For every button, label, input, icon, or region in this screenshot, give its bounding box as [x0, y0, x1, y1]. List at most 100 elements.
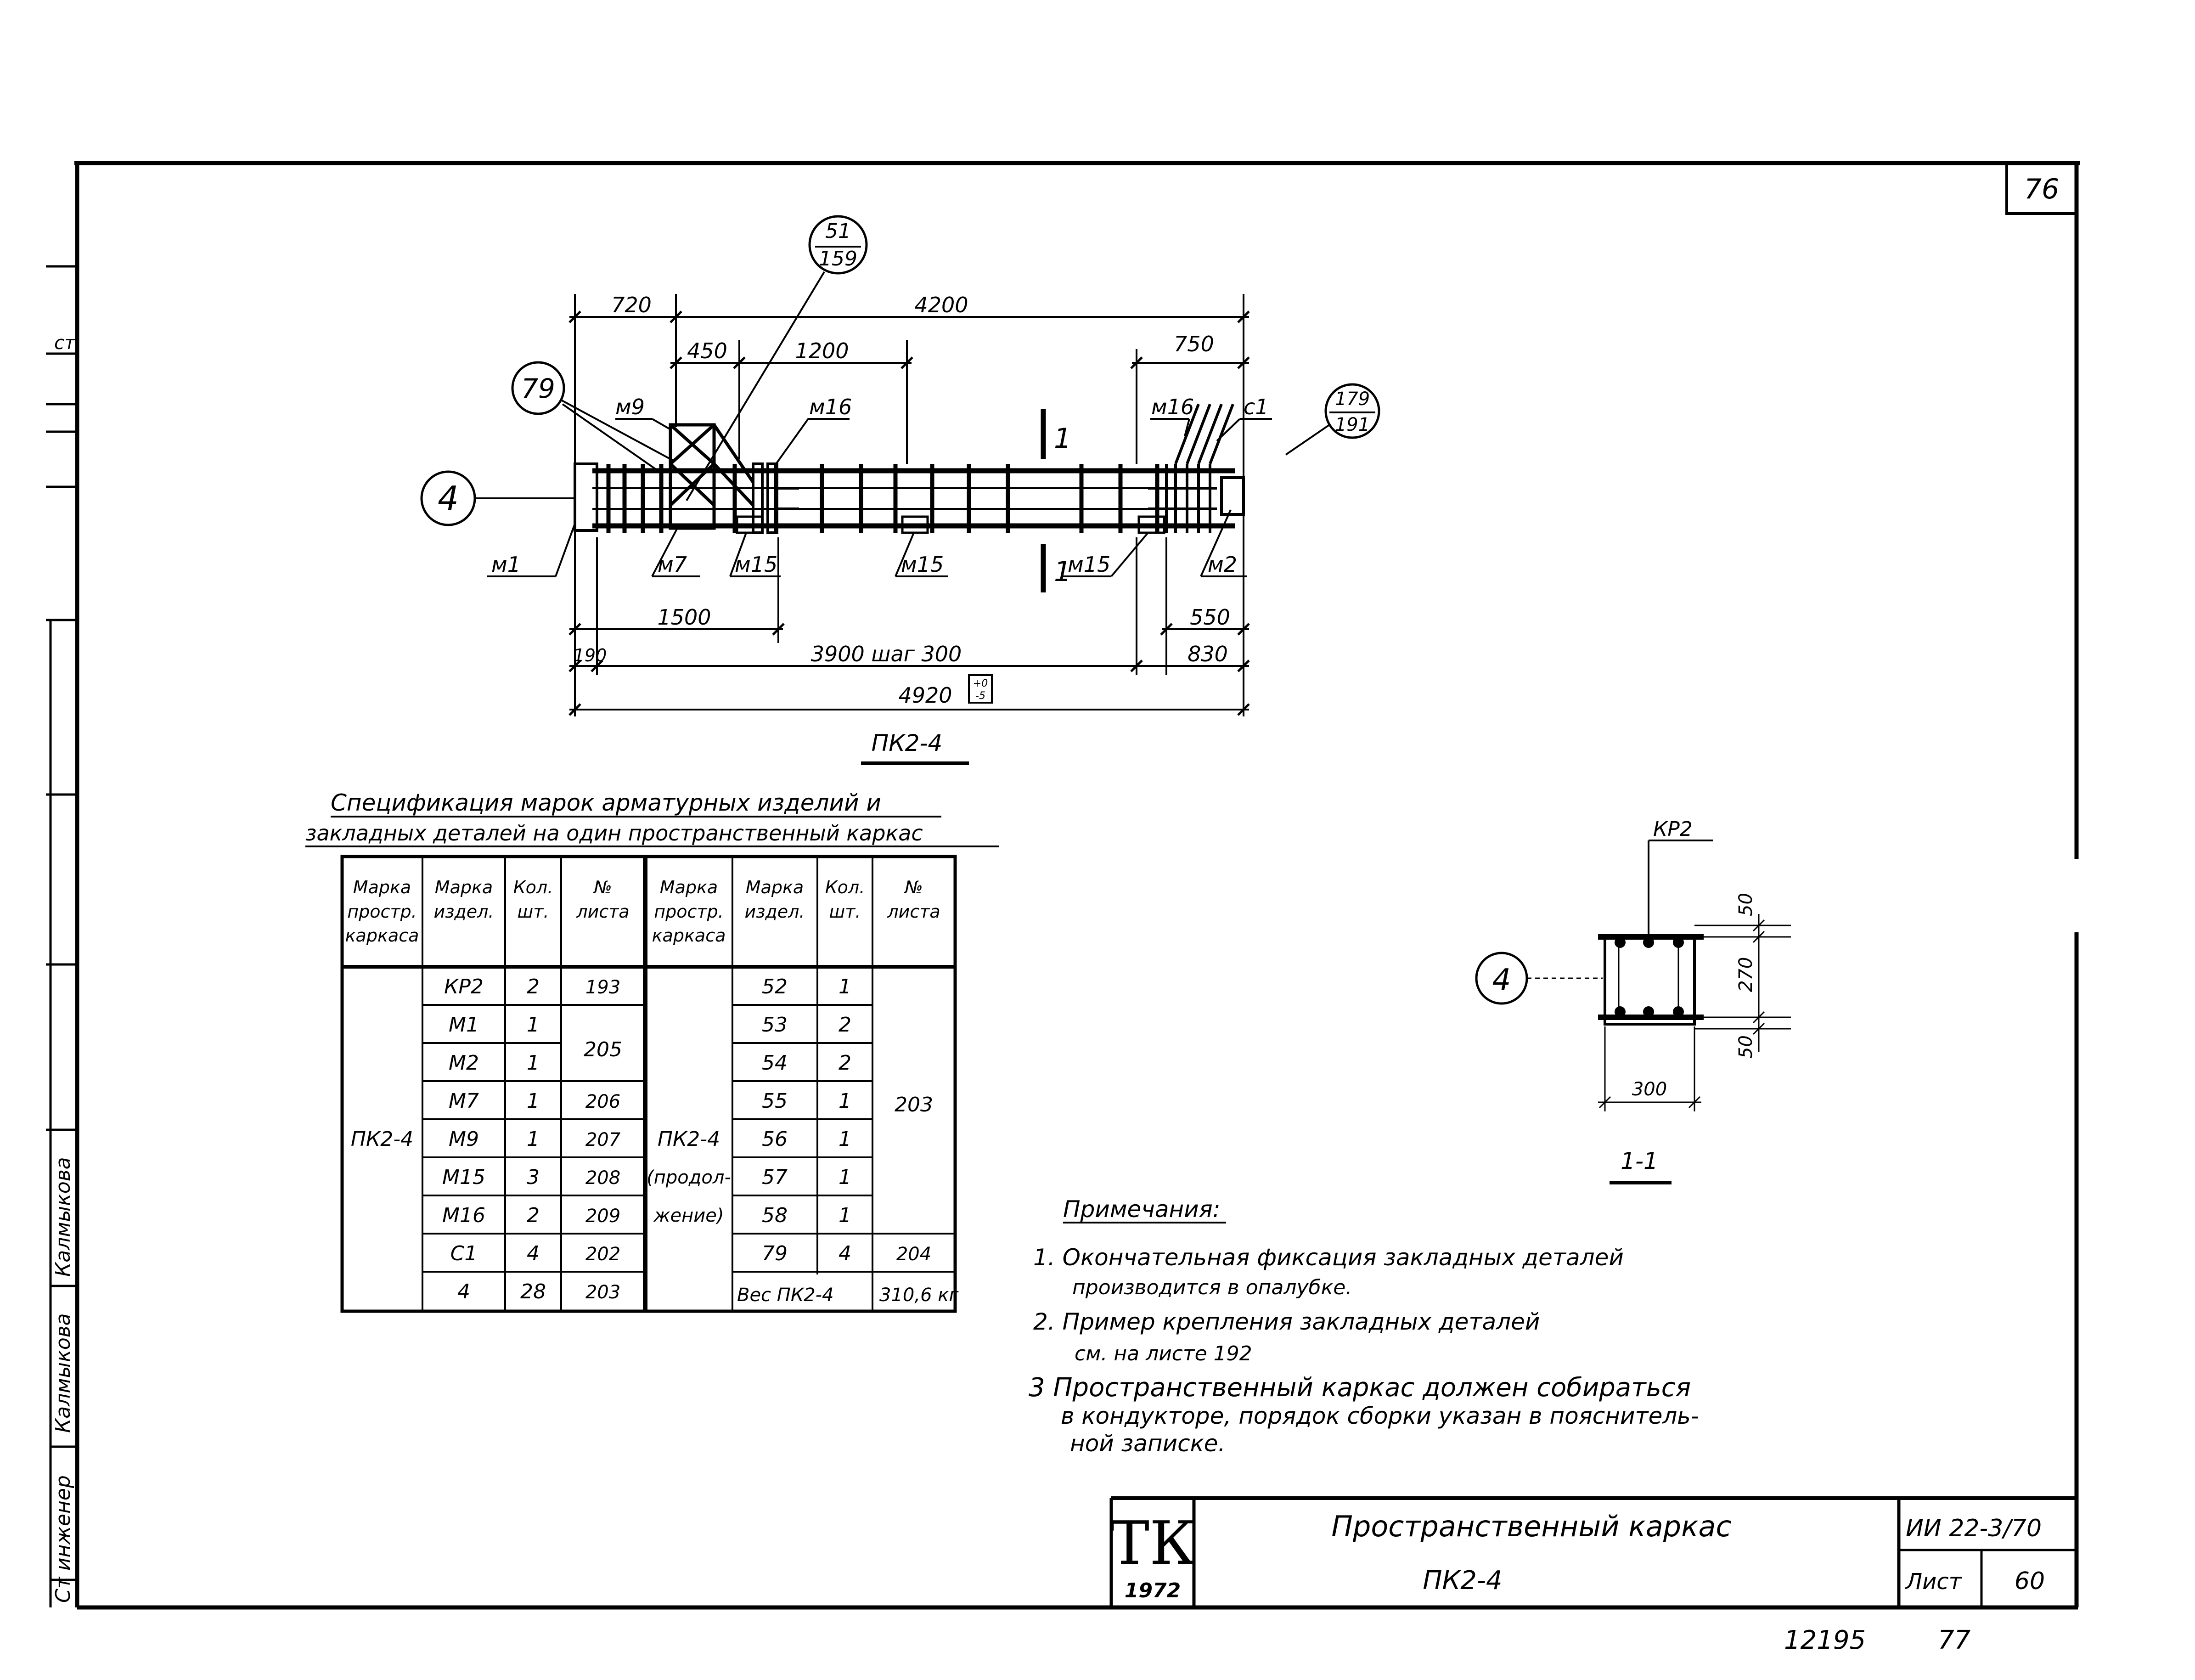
dim-4920: 4920	[898, 683, 952, 708]
svg-text:ПК2-4: ПК2-4	[872, 730, 943, 756]
spec-right-mark: 52	[762, 975, 788, 998]
spec-weight-label: Вес ПК2-4	[737, 1285, 834, 1306]
svg-text:листа: листа	[887, 902, 940, 922]
stirrups	[606, 464, 1159, 533]
notes-title: Примечания:	[1063, 1196, 1221, 1223]
strip-label-st2: Ст	[51, 1576, 75, 1603]
svg-text:издел.: издел.	[745, 902, 805, 922]
strip-label-engineer: инженер	[51, 1475, 75, 1571]
dim-450: 450	[687, 338, 727, 363]
notes: Примечания: 1. Окончательная фиксация за…	[1029, 1196, 1699, 1457]
position-mark-4: 4	[420, 470, 574, 526]
note-line-1: 1. Окончательная фиксация закладных дета…	[1033, 1244, 1624, 1271]
spec-left-qty: 1	[527, 1013, 540, 1037]
embedded-m15	[736, 515, 1165, 534]
spec-right-merged-sheet: 203	[895, 1093, 933, 1116]
spec-right-group-3: жение)	[653, 1205, 724, 1226]
drawing-caption: ПК2-4	[861, 730, 969, 765]
spec-right-mark: 79	[762, 1242, 788, 1265]
svg-text:издел.: издел.	[434, 902, 494, 922]
spec-right-qty: 2	[839, 1051, 851, 1075]
svg-text:каркаса: каркаса	[652, 925, 726, 946]
spec-right-mark: 58	[762, 1204, 788, 1227]
page-number-box: 76	[2005, 162, 2078, 215]
svg-text:+0: +0	[973, 678, 988, 689]
note-line-5: 3 Пространственный каркас должен собират…	[1029, 1373, 1691, 1403]
spec-left-qty: 2	[527, 975, 540, 998]
spec-left-qty: 2	[527, 1204, 540, 1227]
spec-left-merged-sheet: 205	[584, 1038, 622, 1061]
note-line-7: ной записке.	[1070, 1430, 1225, 1457]
svg-text:№: №	[904, 877, 923, 897]
spec-left-qty: 1	[527, 1051, 540, 1075]
svg-text:Марка: Марка	[435, 877, 493, 897]
dim-830: 830	[1188, 642, 1228, 666]
section-caption: 1-1	[1621, 1148, 1658, 1174]
spec-right-qty: 1	[839, 1166, 851, 1189]
label-m16-left: м16	[809, 395, 852, 419]
spec-body: ПК2-4 205 ПК2-4 (продол- жение) 203 Вес …	[351, 975, 959, 1306]
svg-text:-5: -5	[975, 690, 985, 702]
section-label-kr2: КР2	[1653, 817, 1693, 841]
dim-190: 190	[574, 645, 607, 665]
spec-right-mark: 57	[762, 1166, 788, 1189]
spec-left-mark: М9	[449, 1128, 479, 1151]
reference-179-191: 179 191	[1285, 383, 1380, 456]
title-name-line2: ПК2-4	[1423, 1566, 1502, 1595]
svg-text:листа: листа	[576, 902, 629, 922]
bottom-number-2: 77	[1938, 1625, 1971, 1655]
svg-text:51: 51	[825, 220, 851, 243]
strip-signature: Калмыкова	[51, 1313, 75, 1433]
note-line-2: производится в опалубке.	[1072, 1276, 1352, 1299]
spec-right-sheet: 204	[896, 1244, 931, 1265]
embedded-m16-left	[752, 462, 799, 534]
label-m1: м1	[491, 552, 521, 577]
org-logo-tk: ТК	[1109, 1508, 1195, 1578]
label-m15-c: м15	[1068, 552, 1110, 577]
label-m15-a: м15	[735, 552, 777, 577]
spec-left-qty: 4	[527, 1242, 540, 1265]
spec-left-qty: 1	[527, 1089, 540, 1113]
tolerance-box: +0 -5	[968, 674, 993, 704]
title-year: 1972	[1125, 1579, 1181, 1602]
embedded-m9	[669, 423, 754, 530]
spec-right-group-1: ПК2-4	[658, 1128, 720, 1151]
section-mark-bottom: 1	[1054, 556, 1071, 588]
label-m16-right: м16	[1151, 395, 1194, 419]
spec-left-sheet: 202	[585, 1244, 620, 1265]
dimension-lines	[569, 294, 1249, 716]
svg-text:4: 4	[438, 479, 459, 518]
dim-3900: 3900 шаг 300	[811, 642, 962, 666]
svg-text:Кол.: Кол.	[513, 877, 553, 897]
spec-left-mark: М7	[449, 1089, 479, 1113]
title-name-line1: Пространственный каркас	[1331, 1510, 1731, 1543]
spec-left-qty: 28	[520, 1280, 546, 1303]
section-dim-50-top: 50	[1735, 893, 1756, 916]
svg-text:Марка: Марка	[353, 877, 411, 897]
spec-right-qty: 4	[839, 1242, 851, 1265]
bottom-number-1: 12195	[1784, 1625, 1866, 1655]
sheet-frame	[74, 161, 2080, 1610]
rebar-dots	[1615, 937, 1684, 1017]
spec-left-sheet: 209	[585, 1206, 620, 1227]
dim-1200: 1200	[795, 338, 849, 363]
spec-left-qty: 3	[527, 1166, 540, 1189]
part-labels: м9 м16 м16 с1 м1 м7 м15 м15 м15 м2	[491, 395, 1269, 577]
spec-weight-value: 310,6 кг	[879, 1285, 959, 1306]
spec-left-sheet: 208	[585, 1167, 620, 1189]
spec-left-sheet: 203	[585, 1282, 620, 1303]
svg-text:каркаса: каркаса	[345, 925, 419, 946]
note-line-3: 2. Пример крепления закладных деталей	[1033, 1308, 1540, 1335]
spec-title: Спецификация марок арматурных изделий и …	[305, 789, 999, 847]
svg-text:Марка: Марка	[660, 877, 718, 897]
svg-text:Кол.: Кол.	[825, 877, 865, 897]
title-doc-code: ИИ 22-3/70	[1906, 1515, 2042, 1542]
dim-4200: 4200	[914, 293, 968, 317]
svg-text:шт.: шт.	[518, 902, 549, 922]
spec-left-sheet: 193	[585, 977, 620, 998]
spec-right-mark: 55	[762, 1089, 788, 1113]
section-mark-top: 1	[1054, 423, 1071, 455]
label-m7: м7	[658, 552, 687, 577]
note-line-4: см. на листе 192	[1075, 1342, 1252, 1365]
